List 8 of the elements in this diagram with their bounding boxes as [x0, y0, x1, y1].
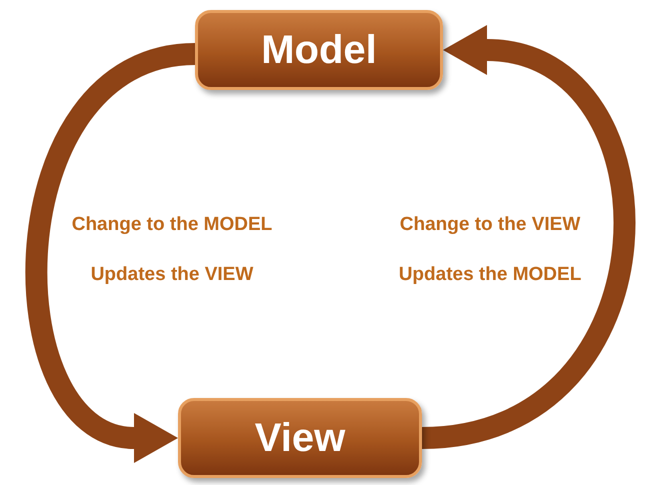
process-box [195, 10, 443, 90]
edge-label: Change to the MODEL Updates the VIEW [70, 213, 274, 287]
node-title: Model [261, 28, 377, 72]
curved-arrow [420, 25, 635, 449]
node-title: View [254, 416, 346, 460]
curved-arrow [26, 43, 197, 462]
process-box [178, 398, 422, 478]
edge-label: Change to the VIEW Updates the MODEL [398, 213, 582, 287]
